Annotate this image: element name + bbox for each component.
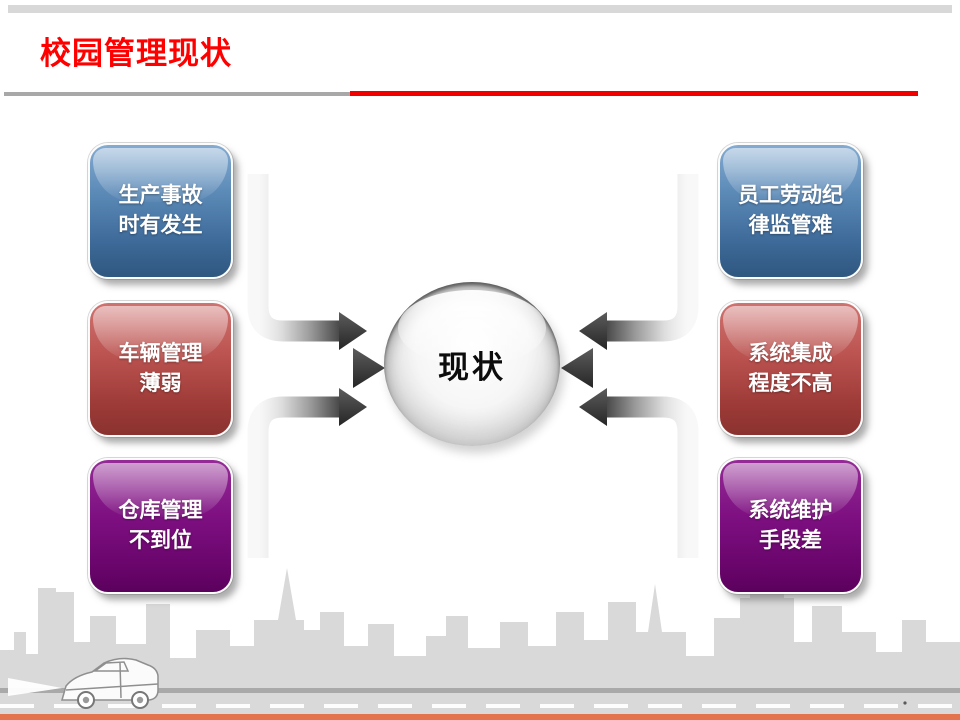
issue-box-left-2: 车辆管理 薄弱 bbox=[88, 301, 233, 437]
issue-box-label: 车辆管理 薄弱 bbox=[118, 342, 203, 395]
arrow-left-bottom-icon bbox=[247, 388, 367, 558]
title-underline-gray bbox=[4, 92, 350, 96]
arrow-left-top-icon bbox=[247, 174, 367, 350]
car-illustration bbox=[8, 657, 159, 709]
arrow-right-middle-icon bbox=[561, 348, 713, 388]
issue-box-label: 系统集成 程度不高 bbox=[748, 342, 833, 395]
title-underline-red bbox=[350, 91, 918, 96]
center-sphere-label: 现状 bbox=[438, 349, 506, 385]
bottom-accent-bar bbox=[0, 714, 960, 720]
road bbox=[0, 688, 960, 714]
issue-box-label: 员工劳动纪 律监管难 bbox=[738, 184, 843, 237]
issue-box-label: 生产事故 时有发生 bbox=[118, 184, 203, 237]
arrow-right-bottom-icon bbox=[579, 388, 699, 558]
issue-box-right-2: 系统集成 程度不高 bbox=[718, 301, 863, 437]
issue-box-left-3: 仓库管理 不到位 bbox=[88, 458, 233, 594]
issue-box-left-1: 生产事故 时有发生 bbox=[88, 143, 233, 279]
top-decor-strip bbox=[8, 5, 952, 13]
slide-title: 校园管理现状 bbox=[40, 36, 232, 71]
center-sphere: 现状 bbox=[384, 282, 560, 446]
issue-box-label: 系统维护 手段差 bbox=[748, 499, 833, 552]
footer-dot bbox=[903, 701, 907, 705]
issue-box-right-3: 系统维护 手段差 bbox=[718, 458, 863, 594]
arrow-right-top-icon bbox=[579, 174, 699, 350]
headlight-beam-icon bbox=[8, 678, 62, 696]
arrow-left-middle-icon bbox=[233, 348, 385, 388]
issue-box-label: 仓库管理 不到位 bbox=[118, 499, 203, 552]
issue-box-right-1: 员工劳动纪 律监管难 bbox=[718, 143, 863, 279]
